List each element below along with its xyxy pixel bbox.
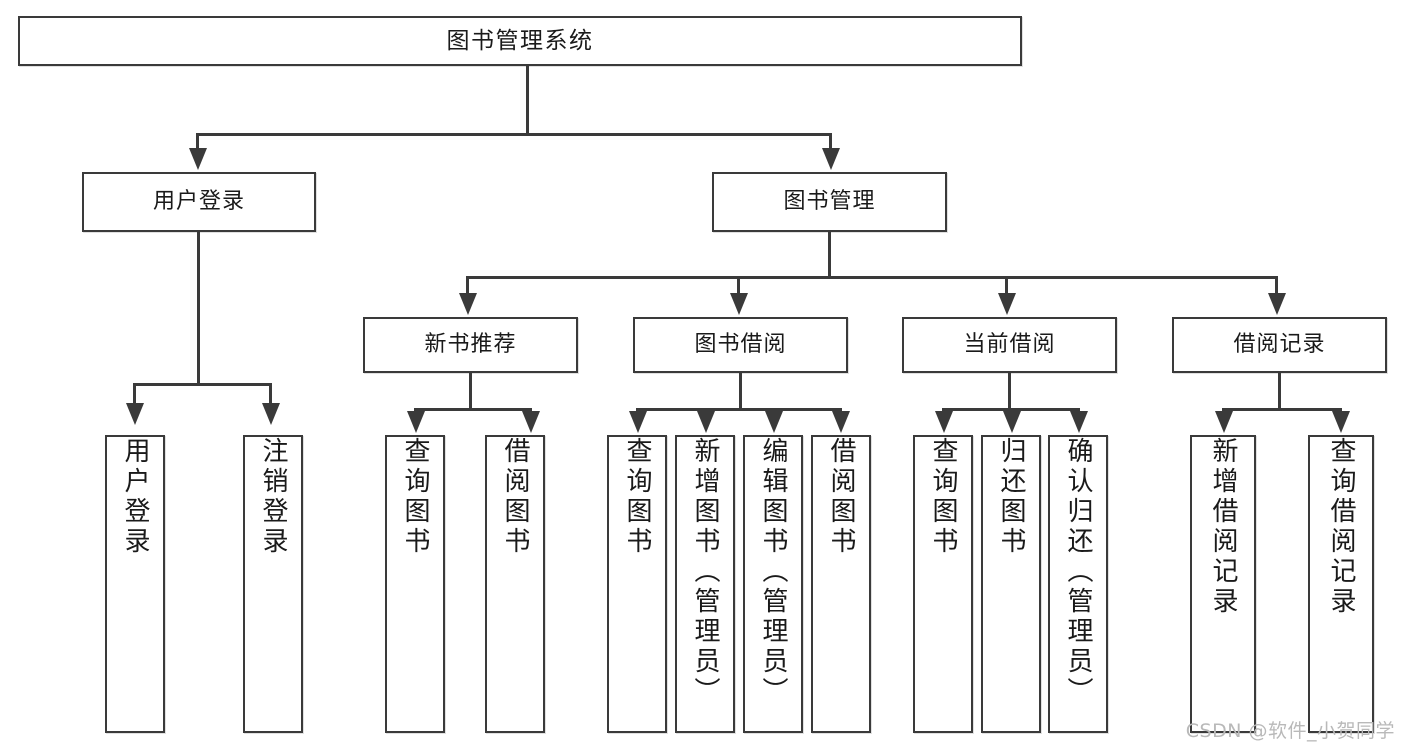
node-current-borrow[interactable]: 当前借阅: [902, 317, 1117, 373]
leaf-return-book[interactable]: 归还图书: [981, 435, 1041, 733]
arrow-to-leaf-query-record: [1332, 411, 1350, 433]
arrow-root-to-user-login: [189, 148, 207, 170]
leaf-edit-book-admin[interactable]: 编辑图书（管理员）: [743, 435, 803, 733]
leaf-label: 新增图书（管理员）: [690, 437, 720, 707]
node-root-system[interactable]: 图书管理系统: [18, 16, 1022, 66]
node-new-book-recommend[interactable]: 新书推荐: [363, 317, 578, 373]
connector-record-stem: [1278, 373, 1281, 408]
connector-recommend-bus: [414, 408, 532, 411]
connector-borrow-drop-2: [704, 408, 707, 413]
node-label: 图书管理: [783, 189, 876, 215]
leaf-label: 查询图书: [622, 437, 652, 557]
arrow-to-book-borrow: [730, 293, 748, 315]
arrow-to-leaf-query-book-2: [629, 411, 647, 433]
connector-recommend-stem: [469, 373, 472, 408]
arrow-to-leaf-borrow-book-2: [832, 411, 850, 433]
node-book-management[interactable]: 图书管理: [712, 172, 947, 232]
connector-userlogin-stem: [197, 232, 200, 383]
arrow-to-leaf-add-record: [1215, 411, 1233, 433]
arrow-to-leaf-confirm-return: [1070, 411, 1088, 433]
connector-current-drop-1: [942, 408, 945, 413]
arrow-to-leaf-query-book-1: [407, 411, 425, 433]
leaf-label: 注销登录: [258, 437, 288, 557]
leaf-label: 归还图书: [996, 437, 1026, 557]
leaf-borrow-book-1[interactable]: 借阅图书: [485, 435, 545, 733]
leaf-query-book-1[interactable]: 查询图书: [385, 435, 445, 733]
connector-userlogin-drop-2: [269, 383, 272, 403]
connector-recommend-drop-2: [529, 408, 532, 413]
leaf-label: 借阅图书: [500, 437, 530, 557]
leaf-logout[interactable]: 注销登录: [243, 435, 303, 733]
leaf-label: 用户登录: [120, 437, 150, 557]
arrow-to-new-book-recommend: [459, 293, 477, 315]
connector-record-bus: [1222, 408, 1342, 411]
leaf-query-borrow-record[interactable]: 查询借阅记录: [1308, 435, 1374, 733]
leaf-add-borrow-record[interactable]: 新增借阅记录: [1190, 435, 1256, 733]
leaf-query-book-2[interactable]: 查询图书: [607, 435, 667, 733]
leaf-label: 确认归还（管理员）: [1063, 437, 1093, 707]
connector-current-drop-2: [1010, 408, 1013, 413]
connector-bookmgmt-bus: [466, 276, 1278, 279]
connector-bookmgmt-stem: [828, 232, 831, 276]
connector-root-stem: [526, 66, 529, 133]
arrow-to-leaf-return-book: [1003, 411, 1021, 433]
arrow-to-leaf-user-login: [126, 403, 144, 425]
node-label: 用户登录: [152, 189, 245, 215]
connector-userlogin-bus: [133, 383, 269, 386]
connector-recommend-drop-1: [414, 408, 417, 413]
connector-borrow-bus: [636, 408, 842, 411]
leaf-label: 查询图书: [400, 437, 430, 557]
arrow-to-leaf-logout: [262, 403, 280, 425]
connector-current-drop-3: [1077, 408, 1080, 413]
leaf-label: 查询图书: [928, 437, 958, 557]
arrow-to-leaf-query-book-3: [935, 411, 953, 433]
leaf-label: 新增借阅记录: [1208, 437, 1238, 617]
connector-bookmgmt-drop-1: [466, 276, 469, 293]
connector-bookmgmt-drop-4: [1275, 276, 1278, 293]
arrow-to-borrow-record: [1268, 293, 1286, 315]
leaf-user-login[interactable]: 用户登录: [105, 435, 165, 733]
connector-borrow-drop-3: [772, 408, 775, 413]
connector-root-drop-1: [196, 133, 199, 149]
connector-record-drop-1: [1222, 408, 1225, 413]
node-borrow-record[interactable]: 借阅记录: [1172, 317, 1387, 373]
node-label: 当前借阅: [963, 332, 1056, 358]
leaf-label: 借阅图书: [826, 437, 856, 557]
node-user-login[interactable]: 用户登录: [82, 172, 316, 232]
connector-bookmgmt-drop-2: [737, 276, 740, 293]
leaf-label: 编辑图书（管理员）: [758, 437, 788, 707]
arrow-to-leaf-edit-book: [765, 411, 783, 433]
leaf-label: 查询借阅记录: [1326, 437, 1356, 617]
connector-root-drop-2: [829, 133, 832, 149]
arrow-root-to-book-mgmt: [822, 148, 840, 170]
node-label: 图书管理系统: [446, 27, 594, 54]
leaf-confirm-return-admin[interactable]: 确认归还（管理员）: [1048, 435, 1108, 733]
arrow-to-current-borrow: [998, 293, 1016, 315]
connector-root-bus: [196, 133, 832, 136]
leaf-add-book-admin[interactable]: 新增图书（管理员）: [675, 435, 735, 733]
node-label: 图书借阅: [694, 332, 787, 358]
connector-userlogin-drop-1: [133, 383, 136, 403]
node-label: 新书推荐: [424, 332, 517, 358]
connector-record-drop-2: [1339, 408, 1342, 413]
node-book-borrow[interactable]: 图书借阅: [633, 317, 848, 373]
connector-borrow-drop-4: [839, 408, 842, 413]
leaf-query-book-3[interactable]: 查询图书: [913, 435, 973, 733]
connector-current-stem: [1008, 373, 1011, 408]
connector-borrow-drop-1: [636, 408, 639, 413]
arrow-to-leaf-borrow-book-1: [522, 411, 540, 433]
node-label: 借阅记录: [1233, 332, 1326, 358]
arrow-to-leaf-add-book: [697, 411, 715, 433]
connector-bookmgmt-drop-3: [1005, 276, 1008, 293]
connector-borrow-stem: [739, 373, 742, 408]
leaf-borrow-book-2[interactable]: 借阅图书: [811, 435, 871, 733]
